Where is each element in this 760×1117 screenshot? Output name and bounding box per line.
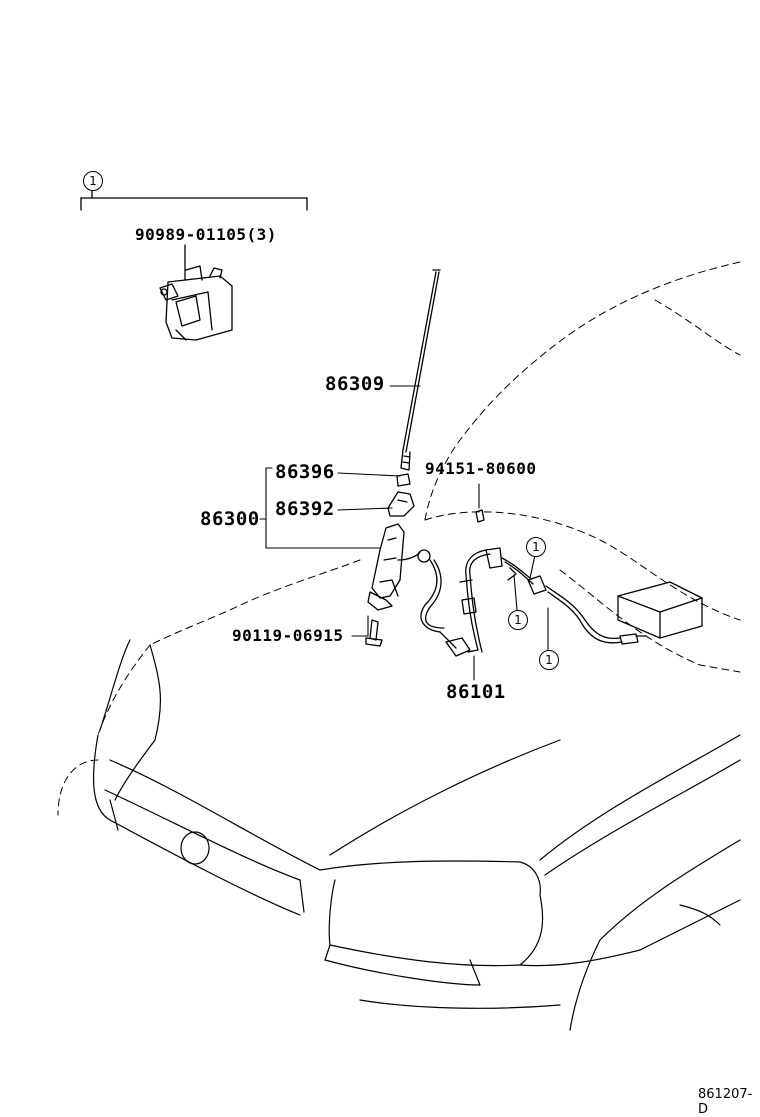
clip-part-label[interactable]: 90989-01105(3) [135,225,277,244]
screw-illustration [365,619,383,647]
callout-badge[interactable]: 1 [539,650,559,670]
bezel-illustration [387,491,415,517]
diagram-code: 861207-D [698,1087,753,1117]
leader-lines [259,385,549,681]
clip-bracket [80,189,308,281]
callout-badge[interactable]: 1 [508,610,528,630]
clamp-illustration [475,509,485,523]
screw-label[interactable]: 90119-06915 [232,626,344,645]
nut-label[interactable]: 86396 [275,461,335,483]
car-body-outline [57,261,741,816]
cable-illustration [420,547,647,657]
cable-label[interactable]: 86101 [446,681,506,703]
car-front [92,639,741,1031]
antenna-pole-illustration [400,269,441,471]
bezel-label[interactable]: 86392 [275,498,335,520]
nut-illustration [396,473,411,487]
antenna-pole-label[interactable]: 86309 [325,373,385,395]
antenna-base-illustration [367,523,431,611]
radio-box-illustration [617,581,703,639]
clamp-label[interactable]: 94151-80600 [425,459,537,478]
clip-illustration [159,265,233,341]
antenna-assy-label[interactable]: 86300 [200,508,260,530]
callout-badge[interactable]: 1 [526,537,546,557]
clip-callout-badge[interactable]: 1 [83,171,103,191]
